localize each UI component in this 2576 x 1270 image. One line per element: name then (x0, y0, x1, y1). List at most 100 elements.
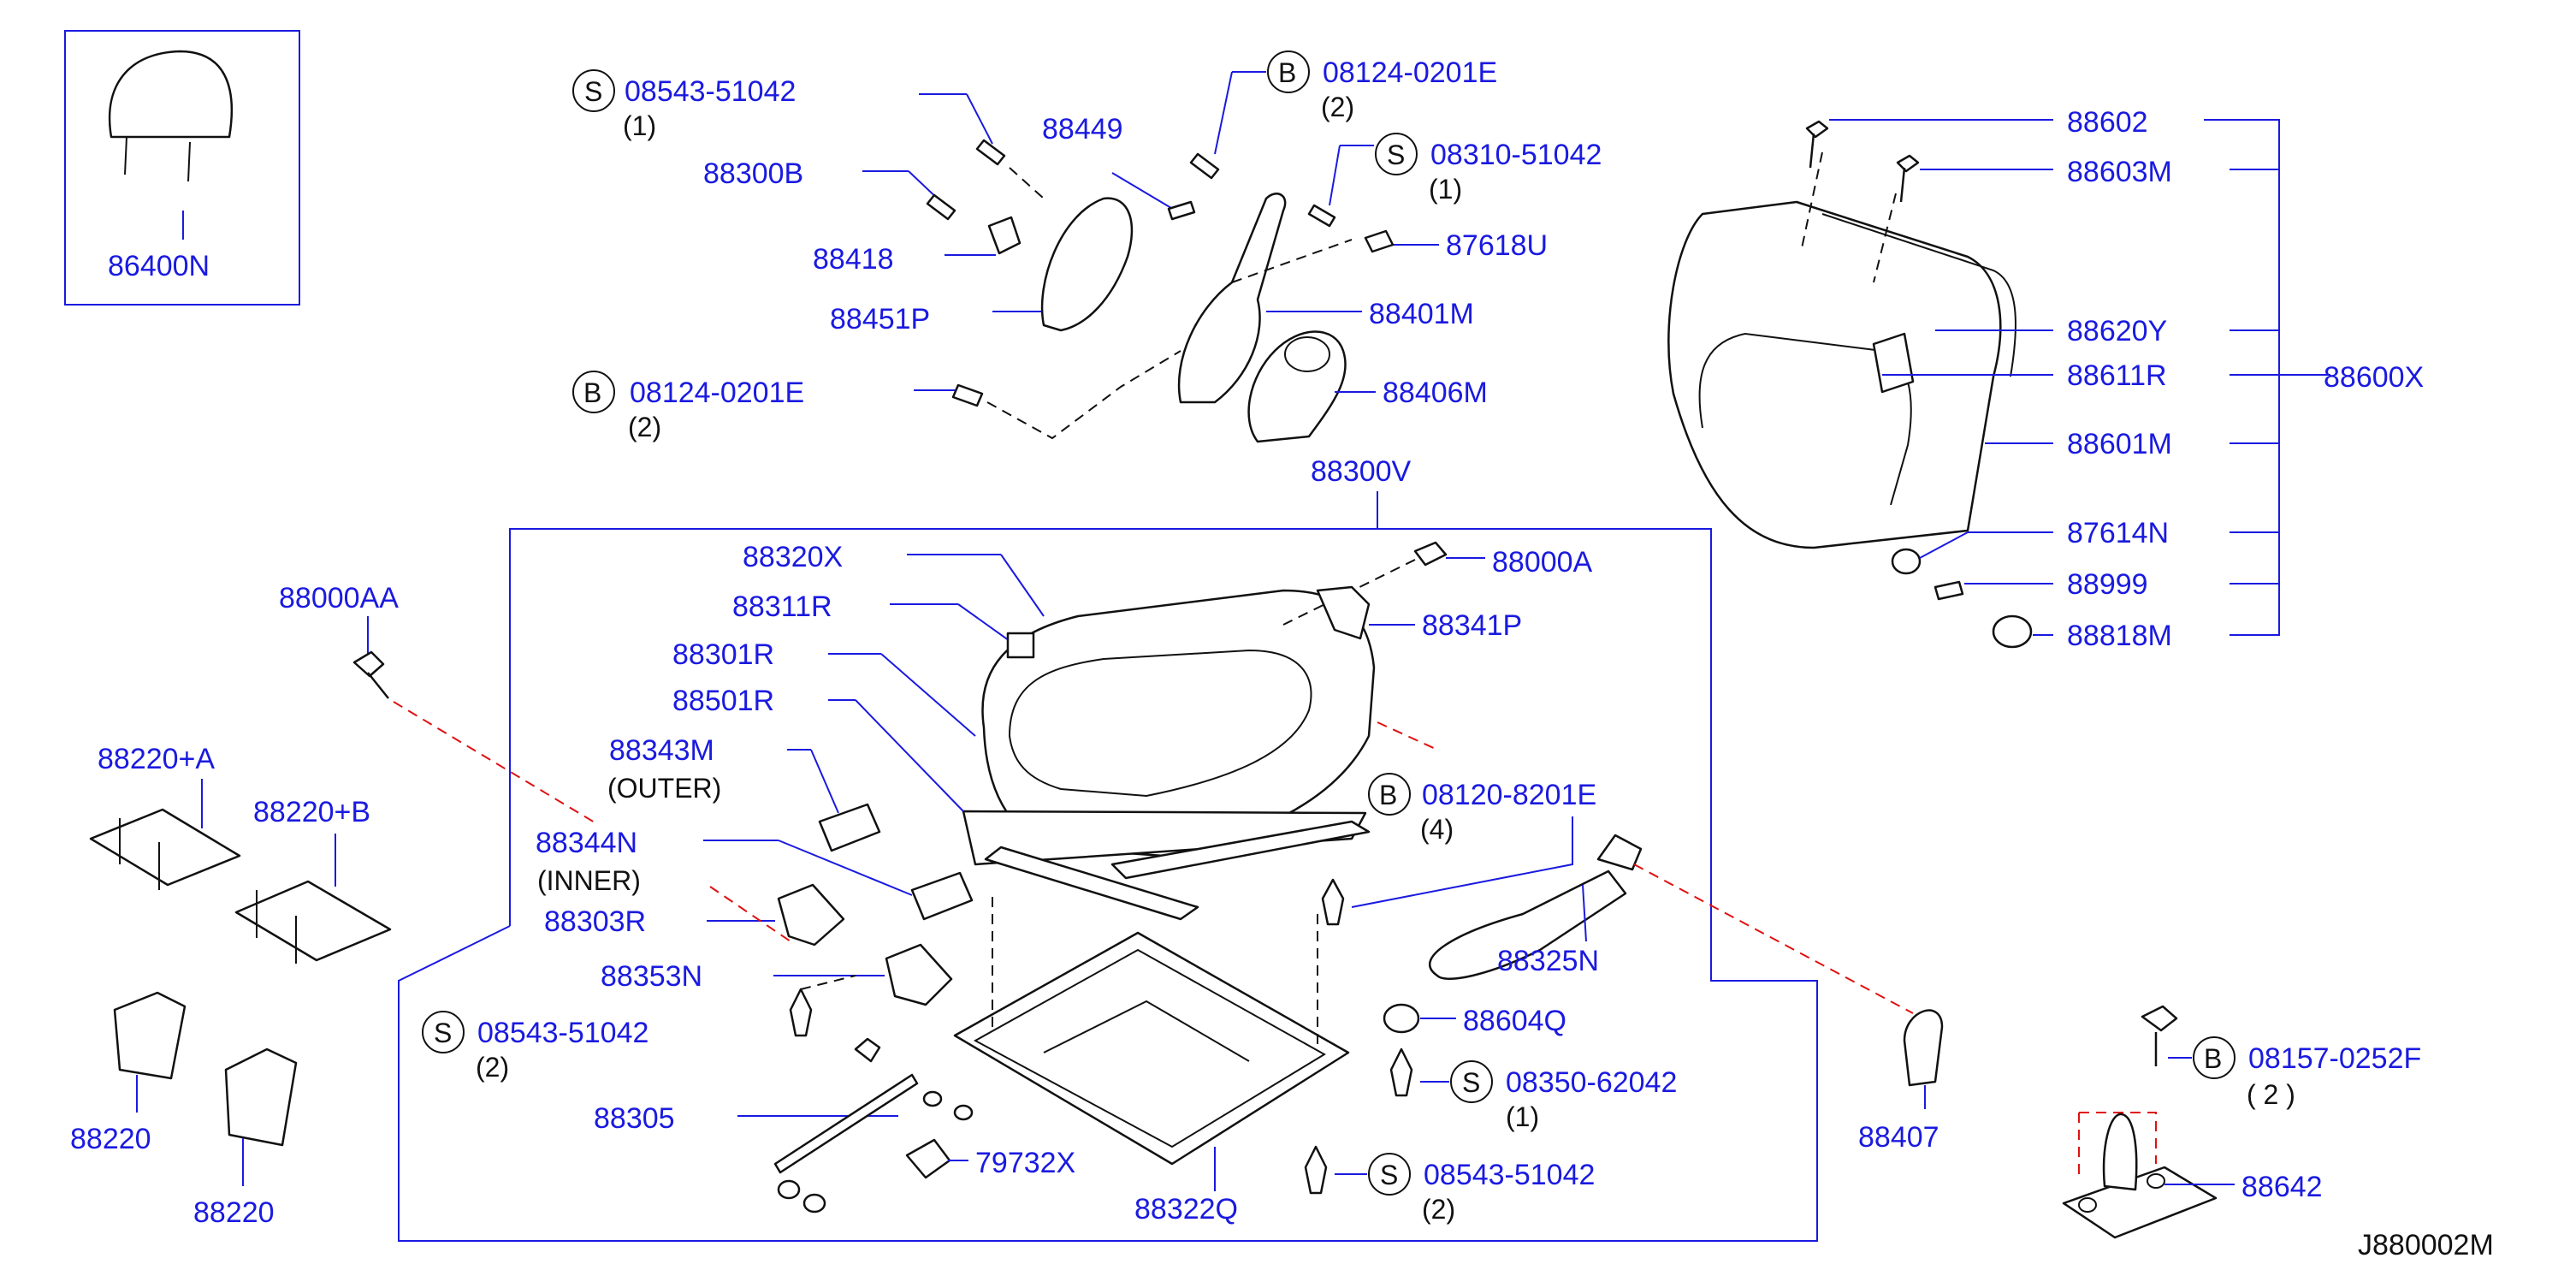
label-87614N[interactable]: 87614N (2067, 517, 2169, 549)
clip-87618U (1364, 229, 1395, 253)
svg-text:B: B (2204, 1043, 2222, 1074)
qty-08310: (1) (1429, 174, 1462, 205)
label-88818M[interactable]: 88818M (2067, 620, 2172, 652)
label-88611R[interactable]: 88611R (2067, 359, 2167, 392)
svg-text:B: B (583, 377, 601, 408)
cover-88451P (1040, 197, 1134, 332)
seat-frame-88501R (962, 810, 1367, 866)
knob-88406M (1247, 330, 1347, 443)
label-08543-51042-bot[interactable]: 08543-51042 (1424, 1159, 1595, 1191)
label-88449[interactable]: 88449 (1042, 113, 1123, 145)
label-88602[interactable]: 88602 (2067, 106, 2148, 139)
svg-text:S: S (1387, 139, 1405, 170)
label-88300B[interactable]: 88300B (703, 157, 803, 190)
label-88325N[interactable]: 88325N (1497, 945, 1599, 977)
seatback-drawing (1667, 200, 2002, 549)
callout-b-3 (1368, 773, 1411, 816)
nut-87614N (1891, 548, 1922, 575)
headrest-group: 86400N (64, 30, 300, 306)
red-dash-3 (1377, 721, 1438, 751)
label-08350-62042[interactable]: 08350-62042 (1506, 1066, 1677, 1099)
label-88220-1[interactable]: 88220 (70, 1123, 151, 1155)
headrest-frame (64, 30, 300, 306)
washer-1 (922, 1090, 943, 1107)
label-88343M[interactable]: 88343M (609, 734, 714, 767)
callout-b-4 (2193, 1036, 2235, 1079)
strut-88305 (773, 1073, 919, 1174)
svg-text:B: B (1278, 57, 1296, 88)
pin-88602 (1805, 120, 1829, 169)
label-88620Y[interactable]: 88620Y (2067, 315, 2167, 347)
label-88000A[interactable]: 88000A (1492, 546, 1593, 579)
seatback-group: 88602 88603M 88620Y 88611R 88601M 87614N… (1667, 106, 2424, 652)
label-88604Q[interactable]: 88604Q (1463, 1005, 1566, 1037)
post-88642 (2102, 1113, 2138, 1191)
label-88300V[interactable]: 88300V (1311, 455, 1412, 488)
label-88999[interactable]: 88999 (2067, 568, 2148, 601)
label-08124-0201E-top[interactable]: 08124-0201E (1323, 56, 1497, 89)
label-88000AA[interactable]: 88000AA (279, 582, 399, 614)
label-88601M[interactable]: 88601M (2067, 428, 2172, 460)
red-dash-4 (1633, 863, 1914, 1014)
bracket-88401M (1177, 193, 1287, 404)
nut-1 (777, 1179, 801, 1200)
label-88401M[interactable]: 88401M (1369, 298, 1474, 330)
cap-88818M (1992, 614, 2033, 649)
label-08120-8201E[interactable]: 08120-8201E (1422, 779, 1596, 811)
label-87618U[interactable]: 87618U (1446, 229, 1548, 262)
svg-text:S: S (584, 76, 602, 107)
callout-b-2 (1267, 50, 1310, 93)
label-88418[interactable]: 88418 (813, 243, 894, 276)
tag-88311R (1006, 632, 1035, 659)
bracket-88220B (234, 880, 392, 962)
bolt-88999 (1933, 580, 1964, 601)
label-88344N[interactable]: 88344N (536, 827, 637, 859)
label-08543-51042-mid[interactable]: 08543-51042 (477, 1017, 648, 1049)
panel-88220-2 (224, 1047, 298, 1147)
label-88220-A[interactable]: 88220+A (98, 743, 215, 775)
callout-s-4 (1450, 1060, 1493, 1103)
bolt-08543-top (975, 139, 1006, 166)
pin-88603M (1896, 154, 1920, 203)
label-88603M[interactable]: 88603M (2067, 156, 2172, 188)
label-88353N[interactable]: 88353N (601, 960, 702, 993)
bolt-88300B (926, 193, 956, 221)
label-88642[interactable]: 88642 (2241, 1171, 2323, 1203)
label-88451P[interactable]: 88451P (830, 303, 930, 335)
bolt-08120 (1321, 878, 1345, 926)
label-08310-51042[interactable]: 08310-51042 (1430, 139, 1602, 171)
label-88341P[interactable]: 88341P (1422, 609, 1522, 642)
label-88303R[interactable]: 88303R (544, 905, 646, 938)
text-inner: (INNER) (537, 865, 641, 896)
recliner-group: S 08543-51042 (1) 88300B 88449 88418 884… (572, 50, 1602, 443)
label-88600X[interactable]: 88600X (2324, 361, 2424, 394)
callout-s-5 (1368, 1153, 1411, 1196)
qty-08157: ( 2 ) (2247, 1079, 2295, 1110)
diagram-id: J880002M (2358, 1229, 2494, 1261)
bracket-88303R (777, 883, 845, 947)
label-88301R[interactable]: 88301R (672, 638, 774, 671)
callout-s-3 (422, 1011, 465, 1053)
screw-08543-mid (789, 988, 813, 1037)
label-88406M[interactable]: 88406M (1383, 377, 1488, 409)
label-88407[interactable]: 88407 (1858, 1121, 1939, 1154)
label-08157-0252F[interactable]: 08157-0252F (2248, 1042, 2421, 1075)
label-86400N[interactable]: 86400N (108, 250, 210, 282)
bushing-88604Q (1383, 1003, 1420, 1034)
label-88501R[interactable]: 88501R (672, 685, 774, 717)
bolt-88000A (1413, 541, 1448, 567)
label-88320X[interactable]: 88320X (743, 541, 843, 573)
label-08543-51042-top[interactable]: 08543-51042 (625, 75, 796, 108)
label-88220-B[interactable]: 88220+B (253, 796, 370, 828)
bolt-08350 (1389, 1047, 1413, 1097)
bolt-08310 (1307, 204, 1336, 228)
label-88305[interactable]: 88305 (594, 1102, 675, 1135)
qty-08124-top: (2) (1321, 92, 1354, 122)
cushion-group: 88300V 88320X 88000A 88311R 88341P 88301… (398, 455, 1818, 1242)
label-88311R[interactable]: 88311R (732, 590, 832, 623)
label-08124-0201E-mid[interactable]: 08124-0201E (630, 377, 804, 409)
label-79732X[interactable]: 79732X (975, 1147, 1075, 1179)
qty-08543-bot: (2) (1422, 1194, 1455, 1225)
label-88322Q[interactable]: 88322Q (1134, 1193, 1238, 1225)
label-88220-2[interactable]: 88220 (193, 1196, 275, 1229)
